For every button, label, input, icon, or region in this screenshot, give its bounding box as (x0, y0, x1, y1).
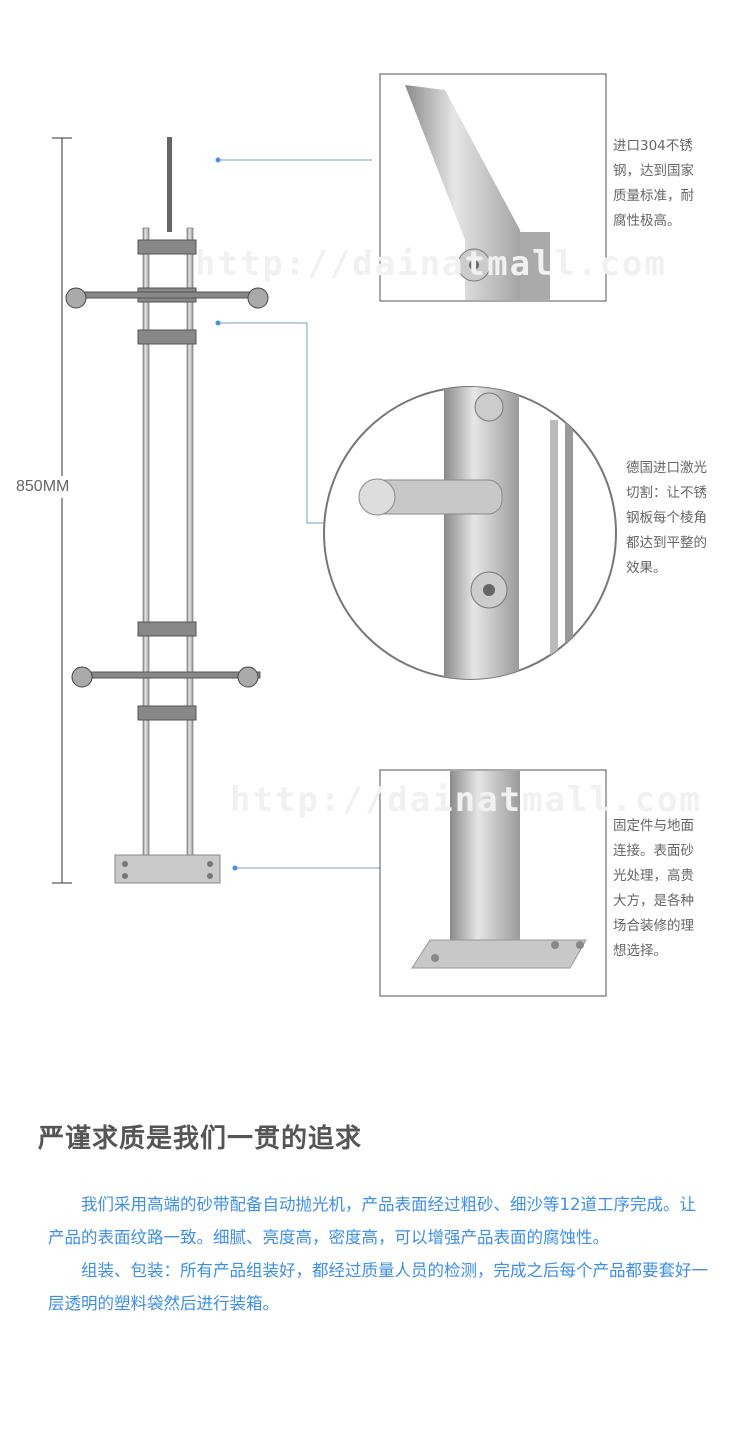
paragraph: 组装、包装：所有产品组装好，都经过质量人员的检测，完成之后每个产品都要套好一层透… (48, 1261, 708, 1313)
section-title: 严谨求质是我们一贯的追求 (38, 1124, 363, 1154)
callout-laser: 德国进口激光 切割：让不锈 钢板每个棱角 都达到平整的 效果。 (626, 460, 707, 576)
callout-material: 进口304不锈 钢，达到国家 质量标准，耐 腐性极高。 (613, 138, 694, 229)
paragraph: 我们采用高端的砂带配备自动抛光机，产品表面经过粗砂、细沙等12道工序完成。让产品… (48, 1195, 696, 1247)
dimension-line (52, 137, 72, 884)
dimension-label: 850MM (16, 476, 70, 498)
callout-base: 固定件与地面 连接。表面砂 光处理，高贵 大方，是各种 场合装修的理 想选择。 (613, 818, 694, 959)
section-body: 我们采用高端的砂带配备自动抛光机，产品表面经过粗砂、细沙等12道工序完成。让产品… (48, 1188, 708, 1320)
leader-lines (218, 159, 380, 869)
product-drawing (52, 73, 617, 997)
detail-base-plate (379, 769, 607, 997)
detail-laser-cut (323, 386, 617, 680)
railing-post (65, 137, 269, 884)
detail-top-spike (379, 73, 607, 302)
